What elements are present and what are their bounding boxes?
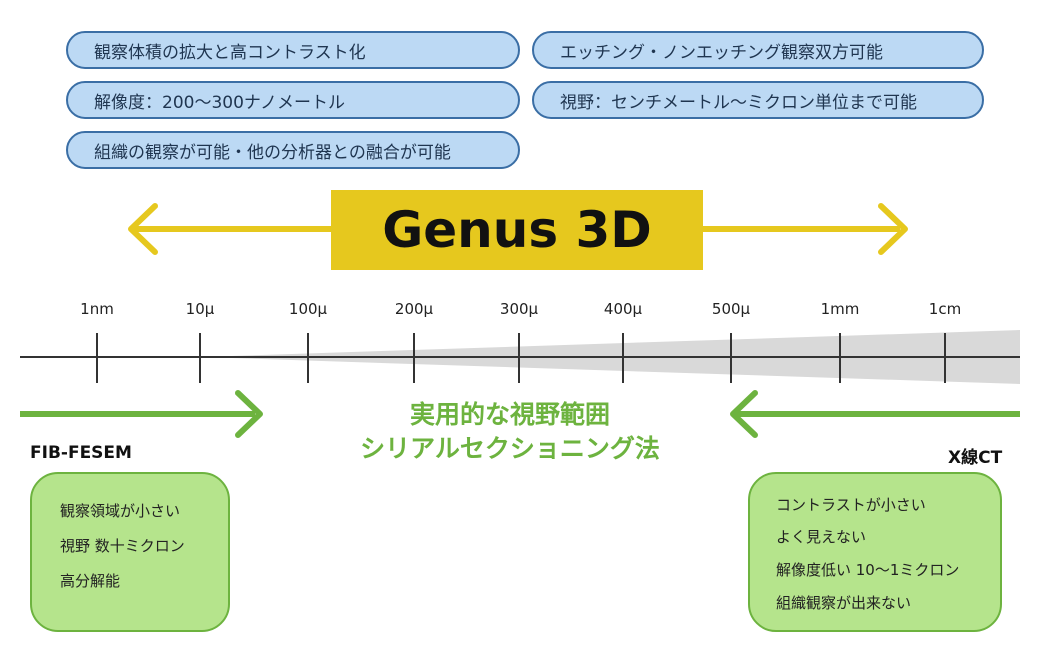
green-arrowhead-right	[235, 390, 263, 438]
feature-pill: 組織の観察が可能・他の分析器との融合が可能	[66, 131, 520, 169]
tick-label: 200μ	[394, 300, 434, 318]
feature-pill: 観察体積の拡大と高コントラスト化	[66, 31, 520, 69]
range-label-line2: シリアルセクショニング法	[360, 434, 660, 463]
left-note-box: 観察領域が小さい 視野 数十ミクロン 高分解能	[30, 472, 230, 632]
range-label-line1: 実用的な視野範囲	[409, 400, 610, 429]
note-line: 高分解能	[60, 572, 121, 590]
green-arrowhead-left	[730, 390, 758, 438]
right-method-name: X線CT	[948, 448, 1003, 468]
tick-label: 300μ	[499, 300, 539, 318]
note-line: よく見えない	[776, 528, 867, 546]
note-line: 観察領域が小さい	[60, 502, 181, 520]
feature-pill: エッチング・ノンエッチング観察双方可能	[532, 31, 984, 69]
note-line: コントラストが小さい	[776, 496, 926, 514]
tick-label: 400μ	[603, 300, 643, 318]
tick-label: 1cm	[928, 300, 962, 318]
yellow-arrowhead-right	[878, 203, 908, 255]
product-banner: Genus 3D	[331, 190, 703, 270]
tick-label: 500μ	[711, 300, 751, 318]
yellow-arrowhead-left	[128, 203, 158, 255]
note-line: 視野 数十ミクロン	[60, 537, 185, 555]
tick-label: 100μ	[288, 300, 328, 318]
note-line: 組織観察が出来ない	[776, 594, 912, 612]
feature-pill: 解像度：200〜300ナノメートル	[66, 81, 520, 119]
right-note-box: コントラストが小さい よく見えない 解像度低い 10〜1ミクロン 組織観察が出来…	[748, 472, 1002, 632]
tick-label: 1nm	[80, 300, 114, 318]
tick-label: 10μ	[185, 300, 215, 318]
note-line: 解像度低い 10〜1ミクロン	[776, 561, 960, 579]
tick-label: 1mm	[820, 300, 860, 318]
banner-title: Genus 3D	[382, 201, 652, 259]
left-method-name: FIB-FESEM	[30, 443, 132, 463]
feature-pill: 視野：センチメートル〜ミクロン単位まで可能	[532, 81, 984, 119]
scale-ticks	[96, 333, 946, 383]
